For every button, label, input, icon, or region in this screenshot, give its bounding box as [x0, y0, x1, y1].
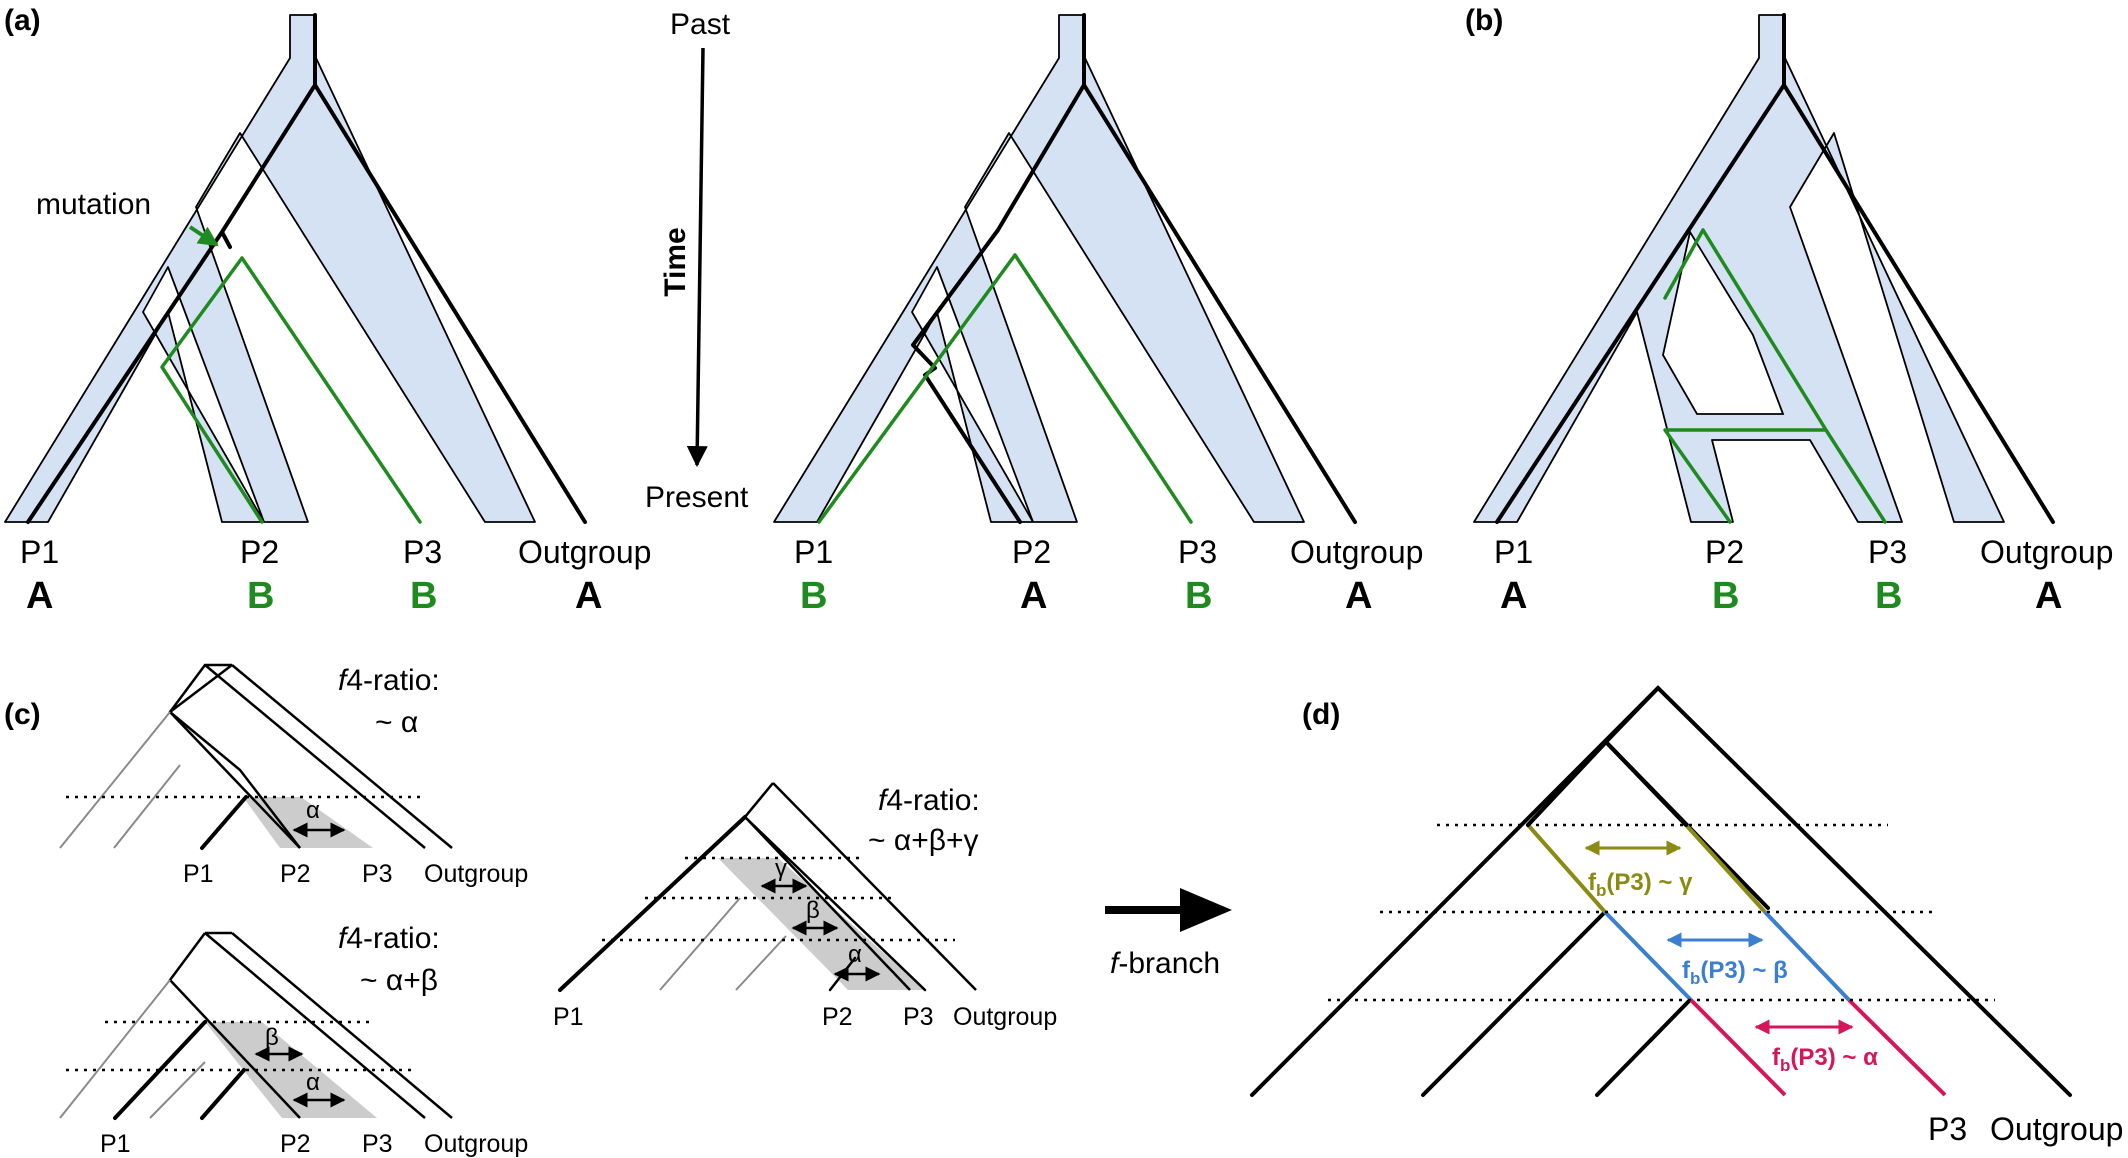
tip-p3: P3: [362, 860, 393, 888]
tip-p3: P3: [403, 534, 442, 570]
f4-ratio-tree-alpha-beta-gamma: γ β α P1 P2 P3 Outgroup f4-ratio: ~ α+β+…: [553, 782, 1057, 1031]
tip-p2: P2: [240, 534, 279, 570]
time-axis: Past Time Present: [645, 8, 749, 514]
tip-p2: P2: [1705, 534, 1744, 570]
gamma-symbol: γ: [775, 855, 787, 882]
allele-labels: A B B A B A B A A B B A: [26, 575, 2062, 617]
time-arrow: [686, 47, 708, 468]
tip-p1: P1: [183, 860, 214, 888]
f4-ratio-title-text: 4-ratio:: [346, 664, 439, 697]
allele: B: [800, 575, 827, 617]
f4-ratio-title-text: 4-ratio:: [346, 922, 439, 955]
time-present-label: Present: [645, 481, 749, 514]
alpha-symbol: α: [306, 797, 320, 824]
tip-p3: P3: [1868, 534, 1907, 570]
tip-p1: P1: [100, 1130, 131, 1158]
tree-2-incomplete-lineage-sorting: [773, 13, 1357, 524]
f4-ratio-value: ~ α+β: [360, 964, 438, 997]
allele: B: [1185, 575, 1212, 617]
allele: B: [410, 575, 437, 617]
tip-outgroup: Outgroup: [518, 534, 651, 570]
f4-ratio-title: f4-ratio:: [338, 922, 440, 955]
panel-label-b: (b): [1465, 4, 1503, 37]
f4-ratio-tree-alpha-beta: β α P1 P2 P3 Outgroup f4-ratio: ~ α+β: [59, 922, 528, 1158]
tip-p1: P1: [20, 534, 59, 570]
species-tree-tube-3: [1473, 14, 2005, 523]
tip-outgroup: Outgroup: [424, 1130, 528, 1158]
allele: B: [247, 575, 274, 617]
allele: A: [2035, 575, 2062, 617]
time-label: Time: [659, 227, 692, 296]
allele: A: [1020, 575, 1047, 617]
f4-ratio-value: ~ α+β+γ: [868, 824, 979, 857]
gene-tree-black-lineage-3: [1495, 13, 2055, 524]
alpha-symbol: α: [306, 1069, 320, 1096]
tip-labels: P1 P2 P3 Outgroup P1 P2 P3 Outgroup P1 P…: [20, 534, 2113, 570]
f4-ratio-title: f4-ratio:: [338, 664, 440, 697]
tip-p1: P1: [794, 534, 833, 570]
gene-tree-green-lineage-1: [160, 256, 422, 524]
alpha-symbol: α: [848, 941, 862, 968]
allele: A: [575, 575, 602, 617]
tip-outgroup: Outgroup: [953, 1003, 1057, 1031]
tree-3-introgression: [1473, 13, 2055, 524]
allele: B: [1875, 575, 1902, 617]
mutation-label: mutation: [36, 188, 151, 221]
fb-alpha-label: fb(P3) ~ α: [1772, 1044, 1878, 1075]
tip-outgroup: Outgroup: [1990, 1111, 2123, 1147]
f4-ratio-tree-alpha: α P1 P2 P3 Outgroup f4-ratio: ~ α: [59, 663, 528, 888]
allele: A: [1500, 575, 1527, 617]
tip-p3: P3: [1928, 1111, 1967, 1147]
mutation-arrow: [188, 225, 219, 247]
tip-p3: P3: [903, 1003, 934, 1031]
panel-label-a: (a): [4, 4, 41, 37]
f4-ratio-title-text: 4-ratio:: [886, 784, 979, 817]
f-branch-arrow: f-branch: [1105, 888, 1232, 980]
tip-outgroup: Outgroup: [1980, 534, 2113, 570]
tip-p3: P3: [1178, 534, 1217, 570]
panel-label-d: (d): [1302, 698, 1340, 731]
f-branch-label: f-branch: [1110, 947, 1220, 980]
fb-beta-label: fb(P3) ~ β: [1682, 957, 1788, 988]
tip-p2: P2: [280, 1130, 311, 1158]
tip-outgroup: Outgroup: [424, 860, 528, 888]
species-tree-tube-1: [4, 14, 536, 523]
beta-symbol: β: [806, 897, 820, 924]
gene-tree-green-lineage-3: [1663, 228, 1887, 524]
allele: B: [1712, 575, 1739, 617]
time-past-label: Past: [670, 8, 731, 41]
tip-p2: P2: [822, 1003, 853, 1031]
f-branch-tree: fb(P3) ~ γ fb(P3) ~ β fb(P3) ~ α P3 Outg…: [1250, 685, 2123, 1147]
panel-label-c: (c): [4, 698, 41, 731]
species-tree-tube-2: [773, 14, 1305, 523]
tip-p3: P3: [362, 1130, 393, 1158]
gene-tree-green-lineage-2: [817, 253, 1193, 524]
tip-p1: P1: [553, 1003, 584, 1031]
gene-tree-black-lineage-1: [26, 13, 587, 524]
tip-p2: P2: [280, 860, 311, 888]
tip-outgroup: Outgroup: [1290, 534, 1423, 570]
f-branch-label-text: -branch: [1118, 947, 1220, 980]
allele: A: [1345, 575, 1372, 617]
fb-gamma-label: fb(P3) ~ γ: [1588, 869, 1693, 900]
beta-symbol: β: [265, 1024, 279, 1051]
tip-p2: P2: [1012, 534, 1051, 570]
f4-ratio-title: f4-ratio:: [878, 784, 980, 817]
tree-1-incomplete-lineage-sorting: mutation: [4, 13, 587, 524]
tip-p1: P1: [1494, 534, 1533, 570]
allele: A: [26, 575, 53, 617]
f4-ratio-value: ~ α: [375, 706, 418, 739]
